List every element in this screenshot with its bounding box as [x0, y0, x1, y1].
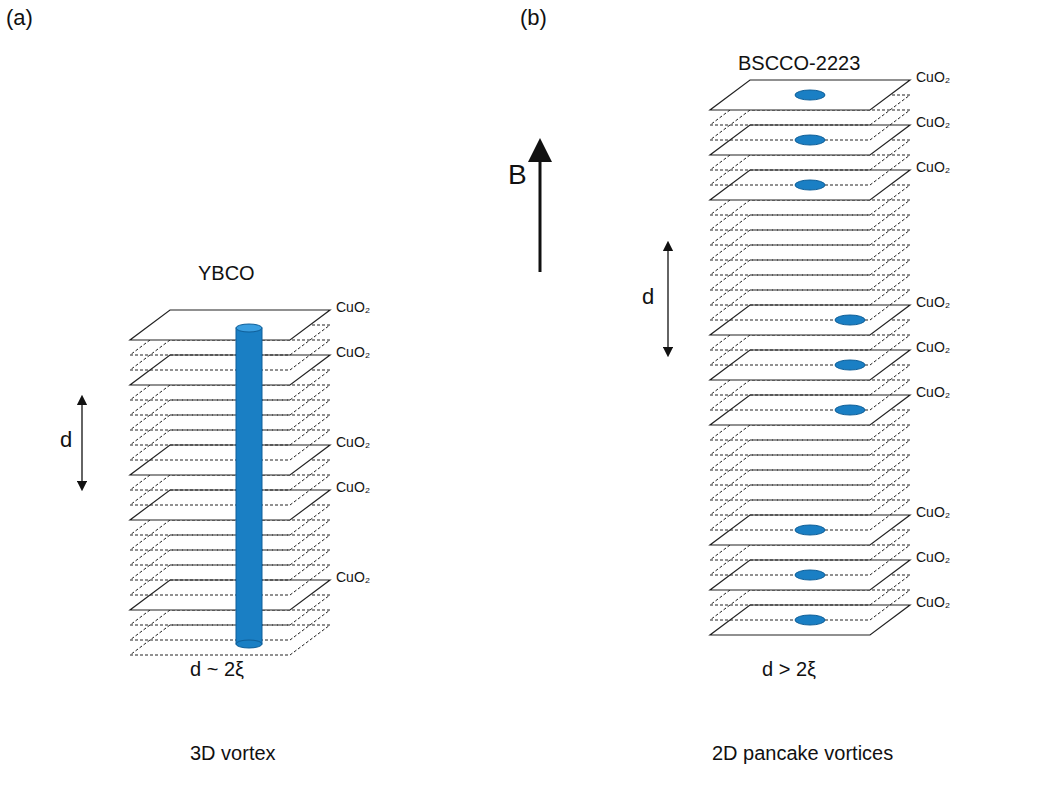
field-arrow: [539, 150, 542, 272]
material-label: YBCO: [198, 262, 255, 284]
cuo2-plane: [130, 310, 330, 340]
vortex-cylinder: [236, 328, 262, 644]
pancake-vortex: [835, 405, 865, 415]
pancake-vortex: [795, 525, 825, 535]
pancake-vortex: [795, 135, 825, 145]
pancake-vortex: [795, 570, 825, 580]
condition-label: d ~ 2ξ: [190, 658, 244, 680]
spacing-arrow: [81, 400, 82, 486]
layer-label: CuO₂: [916, 295, 950, 310]
layer-label: CuO₂: [916, 160, 950, 175]
condition-label: d > 2ξ: [762, 658, 816, 680]
vortex-cylinder: [236, 640, 262, 648]
vortex-cylinder: [236, 324, 262, 332]
layer-label: CuO₂: [916, 385, 950, 400]
layer-label: CuO₂: [336, 345, 370, 360]
cuo2-plane: [710, 80, 910, 110]
pancake-vortex: [795, 615, 825, 625]
layer-label: CuO₂: [916, 340, 950, 355]
caption-label: 3D vortex: [190, 742, 276, 764]
panel-label: (a): [6, 6, 33, 30]
layer-label: CuO₂: [916, 70, 950, 85]
layer-label: CuO₂: [916, 550, 950, 565]
layer-label: CuO₂: [916, 595, 950, 610]
pancake-vortex: [835, 315, 865, 325]
layer-label: CuO₂: [336, 435, 370, 450]
layer-label: CuO₂: [336, 570, 370, 585]
spacing-arrow: [667, 246, 668, 352]
pancake-vortex: [835, 360, 865, 370]
caption-label: 2D pancake vortices: [712, 742, 893, 764]
pancake-vortex: [795, 180, 825, 190]
layer-label: CuO₂: [336, 480, 370, 495]
field-label: B: [508, 160, 527, 191]
material-label: BSCCO-2223: [738, 52, 860, 74]
spacing-label: d: [642, 285, 654, 309]
pancake-vortex: [795, 90, 825, 100]
spacing-label: d: [60, 428, 72, 452]
layer-label: CuO₂: [336, 300, 370, 315]
layer-label: CuO₂: [916, 115, 950, 130]
panel-label: (b): [520, 6, 547, 30]
layer-label: CuO₂: [916, 505, 950, 520]
